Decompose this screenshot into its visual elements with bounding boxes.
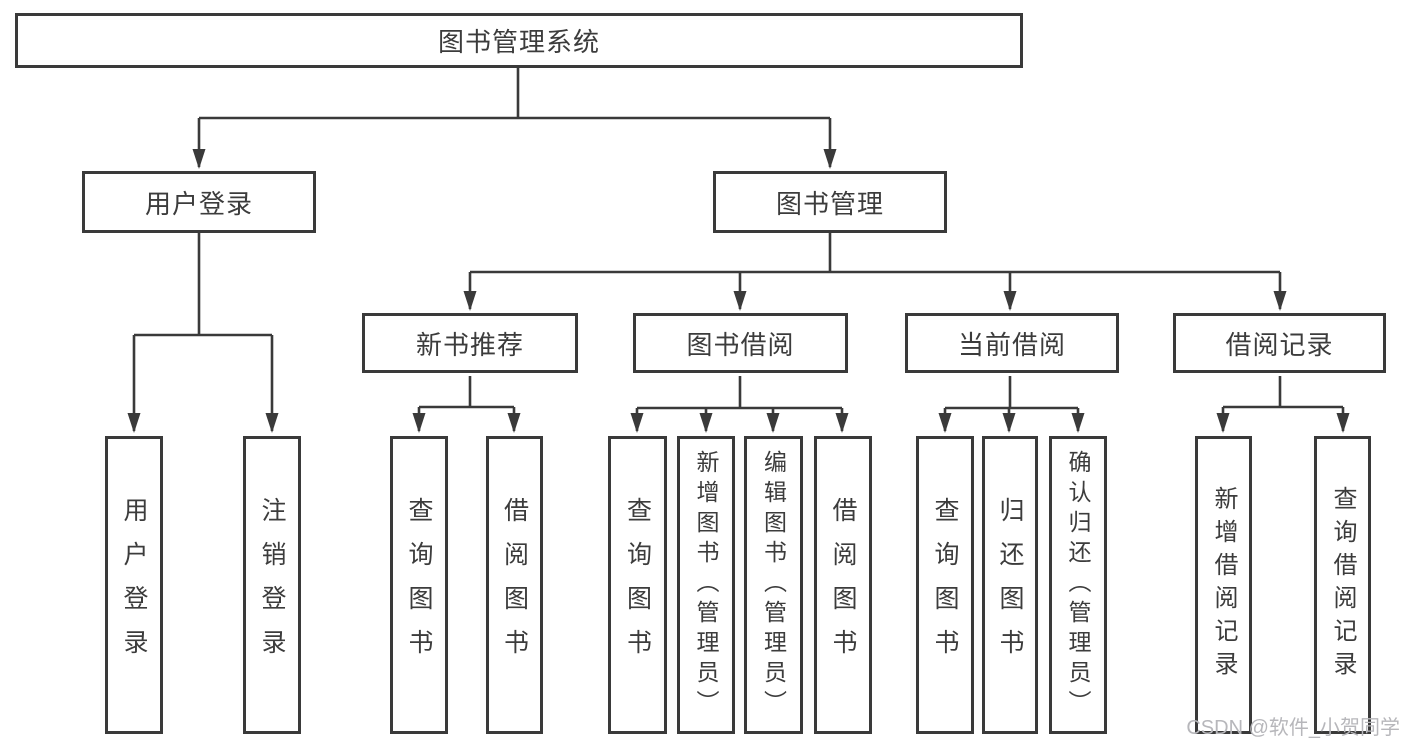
node-book-borrow-label: 图书借阅 <box>686 329 795 360</box>
node-user-login-label: 用户登录 <box>144 188 253 219</box>
node-borrow-record: 借阅记录 <box>1173 313 1386 373</box>
leaf-edit-books-admin-label: 编辑图书（管理员） <box>760 450 787 720</box>
leaf-query-books-c: 查询图书 <box>916 436 974 734</box>
node-new-book-recommend: 新书推荐 <box>362 313 578 373</box>
node-root-label: 图书管理系统 <box>437 27 600 57</box>
leaf-borrow-books-a-label: 借阅图书 <box>500 497 529 673</box>
node-current-borrow: 当前借阅 <box>905 313 1119 373</box>
node-new-book-recommend-label: 新书推荐 <box>415 329 524 360</box>
leaf-query-books-c-label: 查询图书 <box>931 497 959 673</box>
leaf-query-books-a: 查询图书 <box>390 436 448 734</box>
leaf-query-books-b: 查询图书 <box>608 436 667 734</box>
leaf-borrow-books-a: 借阅图书 <box>486 436 543 734</box>
leaf-logout-label: 注销登录 <box>258 497 286 673</box>
leaf-add-borrow-record-label: 新增借阅记录 <box>1210 486 1237 684</box>
leaf-query-borrow-record: 查询借阅记录 <box>1314 436 1371 734</box>
leaf-confirm-return-admin-label: 确认归还（管理员） <box>1065 450 1091 720</box>
connector-rails <box>134 68 1343 410</box>
leaf-add-books-admin: 新增图书（管理员） <box>677 436 735 734</box>
node-book-management-label: 图书管理 <box>775 188 884 219</box>
node-book-borrow: 图书借阅 <box>633 313 848 373</box>
leaf-return-books: 归还图书 <box>982 436 1038 734</box>
node-root: 图书管理系统 <box>15 13 1023 68</box>
csdn-watermark: CSDN @软件_小贺同学 <box>1186 717 1400 739</box>
leaf-add-books-admin-label: 新增图书（管理员） <box>693 450 719 720</box>
node-book-management: 图书管理 <box>713 171 947 233</box>
leaf-logout: 注销登录 <box>243 436 301 734</box>
leaf-query-books-b-label: 查询图书 <box>623 497 652 673</box>
node-user-login: 用户登录 <box>82 171 316 233</box>
node-borrow-record-label: 借阅记录 <box>1225 329 1334 360</box>
leaf-return-books-label: 归还图书 <box>996 497 1024 673</box>
leaf-borrow-books-b: 借阅图书 <box>814 436 872 734</box>
node-current-borrow-label: 当前借阅 <box>957 329 1066 360</box>
leaf-user-login-label: 用户登录 <box>120 497 148 673</box>
leaf-add-borrow-record: 新增借阅记录 <box>1195 436 1252 734</box>
leaf-confirm-return-admin: 确认归还（管理员） <box>1049 436 1107 734</box>
leaf-query-borrow-record-label: 查询借阅记录 <box>1329 486 1356 684</box>
leaf-edit-books-admin: 编辑图书（管理员） <box>744 436 803 734</box>
leaf-user-login: 用户登录 <box>105 436 163 734</box>
leaf-query-books-a-label: 查询图书 <box>405 497 433 673</box>
leaf-borrow-books-b-label: 借阅图书 <box>829 497 857 673</box>
